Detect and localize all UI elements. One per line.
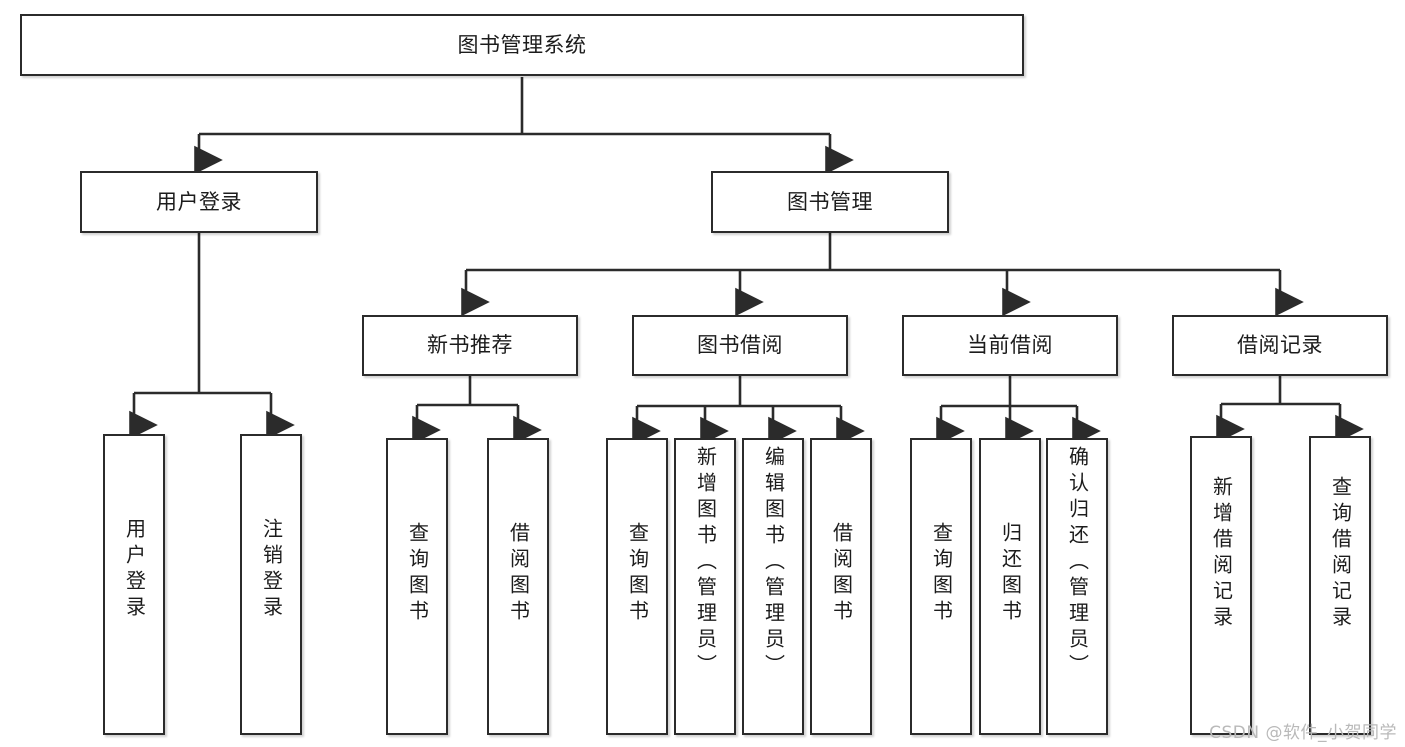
node-book-borrow-label: 图书借阅 [697,333,783,358]
leaf-borrow-book-1-label: 借阅图书 [506,522,531,626]
leaf-query-book-2[interactable]: 查询图书 [606,438,668,735]
node-new-book-recommend[interactable]: 新书推荐 [362,315,578,376]
node-book-manage-label: 图书管理 [787,189,873,214]
leaf-query-book-1-label: 查询图书 [405,522,430,626]
node-book-manage[interactable]: 图书管理 [711,171,949,233]
leaf-edit-book-label: 编辑图书（管理员） [761,446,786,680]
leaf-user-login-label: 用户登录 [122,518,147,622]
leaf-query-book-3-label: 查询图书 [929,522,954,626]
leaf-borrow-book-2-label: 借阅图书 [829,522,854,626]
leaf-borrow-book-1[interactable]: 借阅图书 [487,438,549,735]
leaf-query-record[interactable]: 查询借阅记录 [1309,436,1371,735]
node-user-login-label: 用户登录 [156,189,242,214]
leaf-query-book-3[interactable]: 查询图书 [910,438,972,735]
leaf-query-book-2-label: 查询图书 [625,522,650,626]
leaf-confirm-return-label: 确认归还（管理员） [1065,446,1090,680]
leaf-add-book-label: 新增图书（管理员） [693,446,718,680]
node-new-book-recommend-label: 新书推荐 [427,333,513,358]
leaf-query-book-1[interactable]: 查询图书 [386,438,448,735]
node-book-borrow[interactable]: 图书借阅 [632,315,848,376]
leaf-add-record[interactable]: 新增借阅记录 [1190,436,1252,735]
leaf-user-login[interactable]: 用户登录 [103,434,165,735]
leaf-edit-book[interactable]: 编辑图书（管理员） [742,438,804,735]
node-current-borrow-label: 当前借阅 [967,333,1053,358]
leaf-return-book-label: 归还图书 [998,522,1023,626]
leaf-confirm-return[interactable]: 确认归还（管理员） [1046,438,1108,735]
node-user-login[interactable]: 用户登录 [80,171,318,233]
csdn-watermark: CSDN @软件_小贺同学 [1209,723,1397,743]
leaf-borrow-book-2[interactable]: 借阅图书 [810,438,872,735]
leaf-return-book[interactable]: 归还图书 [979,438,1041,735]
leaf-logout[interactable]: 注销登录 [240,434,302,735]
node-current-borrow[interactable]: 当前借阅 [902,315,1118,376]
node-borrow-record[interactable]: 借阅记录 [1172,315,1388,376]
leaf-add-record-label: 新增借阅记录 [1209,476,1234,632]
leaf-logout-label: 注销登录 [259,518,284,622]
node-root[interactable]: 图书管理系统 [20,14,1024,76]
leaf-query-record-label: 查询借阅记录 [1328,476,1353,632]
node-root-label: 图书管理系统 [457,32,587,57]
node-borrow-record-label: 借阅记录 [1237,333,1323,358]
leaf-add-book[interactable]: 新增图书（管理员） [674,438,736,735]
